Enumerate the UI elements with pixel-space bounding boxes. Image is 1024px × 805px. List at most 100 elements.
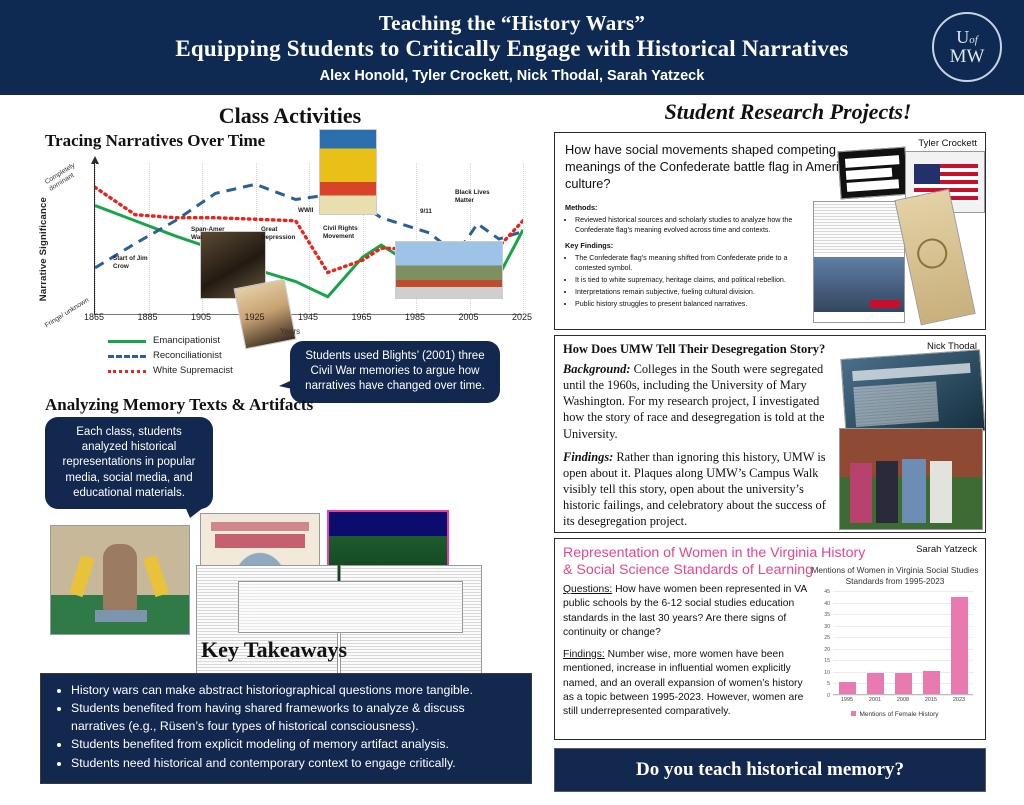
chart-annotation-jim-crow: Start of Jim Crow (113, 255, 148, 270)
key-findings-list: The Confederate flag’s meaning shifted f… (565, 253, 813, 309)
poster-title-line2: Equipping Students to Critically Engage … (175, 36, 849, 62)
umw-logo-top: Uof (956, 27, 978, 47)
panel-heading-nick: How Does UMW Tell Their Desegregation St… (563, 342, 826, 356)
barchart-gridline: 40 (824, 601, 973, 607)
legend-swatch-solid-icon (108, 336, 146, 346)
barchart-plot-area: 0 5 10 15 20 25 30 35 40 45 1995 2001 2008 2015 2023 (824, 589, 973, 703)
panel-author-nick: Nick Thodal (927, 341, 977, 352)
legend-label-white-supremacist: White Supremacist (153, 365, 233, 376)
panel-image-nikki-haley-article (813, 201, 905, 323)
key-takeaway-item: Students benefited from having shared fr… (71, 700, 519, 735)
barchart-x-tick-label: 2015 (924, 697, 938, 703)
barchart-gridline: 0 (827, 693, 973, 699)
linechart-gridline (416, 163, 417, 314)
sarah-findings-paragraph: Findings: Number wise, more women have b… (563, 648, 811, 720)
finding-item: The Confederate flag’s meaning shifted f… (575, 253, 813, 273)
questions-paragraph: Questions: How have women been represent… (563, 583, 811, 641)
barchart-y-tick-label: 10 (824, 669, 830, 676)
linechart-gridline (469, 163, 471, 314)
barchart-legend: Mentions of Female History (811, 711, 979, 718)
barchart-x-tick-label: 2023 (952, 697, 966, 703)
panel-author-tyler: Tyler Crockett (918, 138, 977, 149)
poster-authors: Alex Honold, Tyler Crockett, Nick Thodal… (319, 68, 705, 85)
barchart-y-tick-label: 30 (824, 623, 830, 630)
memory-callout-bubble: Each class, students analyzed historical… (45, 417, 213, 518)
barchart-gridline: 25 (824, 635, 973, 641)
chart-annotation-wwii: WWII (298, 207, 314, 214)
barchart-gridline: 10 (824, 670, 973, 676)
tracing-narratives-heading: Tracing Narratives Over Time (45, 131, 266, 150)
finding-item: Interpretations remain subjective, fueli… (575, 287, 813, 297)
linechart-x-tick-label: 1985 (404, 312, 426, 322)
linechart-gridline (523, 163, 524, 314)
chart-annotation-great-depression: Great Depression (261, 226, 296, 241)
research-panel-nick-thodal: Nick Thodal How Does UMW Tell Their Dese… (554, 335, 986, 533)
linechart-x-tick-label: 1885 (137, 312, 158, 322)
bottom-banner: Do you teach historical memory? (554, 748, 986, 792)
barchart-gridline: 30 (824, 624, 973, 630)
barchart-y-tick-label: 45 (824, 589, 830, 595)
findings-label: Findings: (563, 449, 614, 464)
panel-image-plaque-dedication-group (839, 428, 983, 530)
linechart-y-top-label: Completely dominant (43, 161, 77, 193)
header-text-block: Teaching the “History Wars” Equipping St… (0, 11, 1024, 85)
linechart-series-white supremacist (95, 185, 523, 275)
findings-paragraph: Findings: Rather than ignoring this hist… (563, 449, 827, 530)
chart-annotation-span-amer-war: Span-Amer War (191, 226, 225, 241)
linechart-gridline (309, 163, 310, 314)
chart-callout-bubble: Students used Blights’ (2001) three Civi… (290, 341, 500, 403)
barchart-x-tick-label: 2001 (868, 697, 882, 703)
barchart-gridline: 20 (824, 647, 973, 653)
sarah-findings-text: Number wise, more women have been mentio… (563, 648, 804, 718)
poster-header: Teaching the “History Wars” Equipping St… (0, 0, 1024, 95)
barchart-gridline: 35 (824, 612, 973, 618)
key-takeaways-heading: Key Takeaways (200, 637, 348, 662)
linechart-y-axis-title: Narrative Significance (38, 197, 49, 302)
research-panel-sarah-yatzeck: Sarah Yatzeck Representation of Women in… (554, 538, 986, 740)
barchart-x-tick-label: 1995 (840, 697, 854, 703)
tracing-narratives-linechart: Completely dominant Fringe/ unknown Narr… (38, 129, 533, 362)
linechart-x-tick-label: 1865 (83, 312, 105, 322)
linechart-x-tick-label: 1945 (297, 312, 319, 322)
key-takeaway-item: Students need historical and contemporar… (71, 755, 519, 772)
umw-logo-icon: Uof MW (932, 12, 1002, 82)
memory-texts-heading: Analyzing Memory Texts & Artifacts (45, 395, 314, 414)
questions-text: How have women been represented in VA pu… (563, 584, 807, 639)
chart-annotation-civil-rights: Civil Rights Movement (323, 225, 358, 240)
linechart-x-tick-label: 2025 (511, 312, 533, 322)
finding-item: It is tied to white supremacy, heritage … (575, 275, 813, 285)
panel-body-tyler: Methods: Reviewed historical sources and… (555, 192, 813, 309)
barchart-y-tick-label: 5 (827, 681, 830, 688)
legend-item-emancipationist: Emancipationist (108, 333, 233, 348)
key-takeaway-item: History wars can make abstract historiog… (71, 682, 519, 699)
linechart-x-axis-title: Years (280, 327, 301, 336)
barchart-gridline: 45 (824, 589, 973, 595)
student-research-projects-heading: Student Research Projects! (664, 99, 912, 124)
legend-swatch-dotted-icon (108, 366, 146, 376)
sarah-findings-label: Findings: (563, 648, 605, 660)
linechart-x-tick-label: 2005 (458, 312, 479, 322)
barchart-bar (894, 673, 912, 694)
background-paragraph: Background: Colleges in the South were s… (563, 361, 827, 442)
panel-heading-sarah: Representation of Women in the Virginia … (555, 539, 985, 579)
methods-item: Reviewed historical sources and scholarl… (575, 215, 813, 235)
questions-label: Questions: (563, 584, 613, 596)
bottom-banner-text: Do you teach historical memory? (635, 759, 905, 780)
linechart-legend: Emancipationist Reconciliationist White … (108, 333, 233, 378)
barchart-x-tick-label: 2008 (896, 697, 910, 703)
barchart-gridline: 15 (824, 658, 973, 664)
panel-author-sarah: Sarah Yatzeck (916, 544, 977, 555)
linechart-gridline (148, 163, 150, 314)
poster-title-line1: Teaching the “History Wars” (378, 10, 646, 35)
umw-logo-bottom: MW (949, 46, 985, 67)
barchart-bar (866, 673, 884, 694)
panel-heading-sarah-line1: Representation of Women in the Virginia … (563, 545, 866, 561)
key-takeaways-box: History wars can make abstract historiog… (40, 673, 532, 785)
chart-image-two-flags-west-poster (319, 129, 377, 215)
linechart-gridline (95, 163, 96, 314)
barchart-title: Mentions of Women in Virginia Social Stu… (811, 565, 979, 586)
key-findings-heading: Key Findings: (565, 240, 614, 250)
barchart-legend-swatch-icon (851, 711, 857, 716)
panel-body-sarah: Questions: How have women been represent… (555, 579, 811, 720)
chart-annotation-black-lives-matter: Black Lives Matter (455, 189, 490, 204)
